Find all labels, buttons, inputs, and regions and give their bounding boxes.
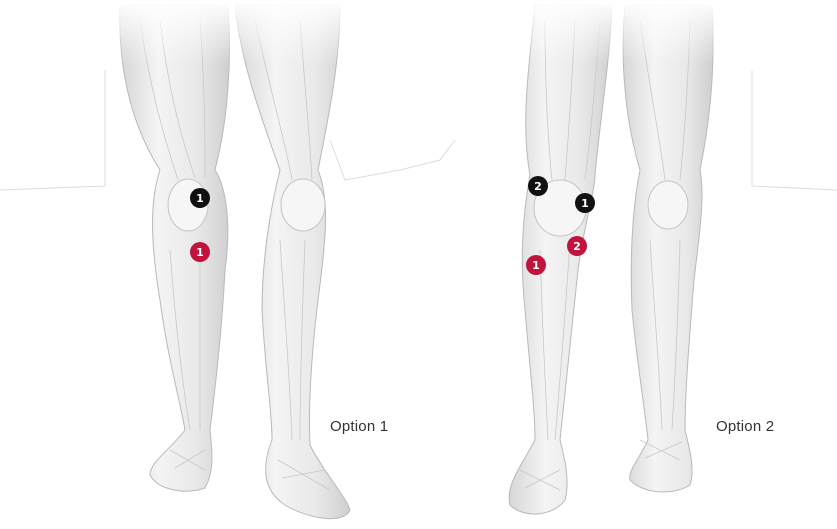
option-2-label: Option 2 bbox=[716, 418, 774, 435]
option-1-label: Option 1 bbox=[330, 418, 388, 435]
svg-text:1: 1 bbox=[196, 246, 204, 259]
marker-option2-black-1: 1 bbox=[575, 193, 595, 213]
leg-figure-option-2 bbox=[400, 0, 837, 529]
svg-text:1: 1 bbox=[196, 192, 204, 205]
marker-option1-black-1: 1 bbox=[190, 188, 210, 208]
svg-text:2: 2 bbox=[573, 240, 581, 253]
svg-text:1: 1 bbox=[581, 197, 589, 210]
leg-figure-option-1 bbox=[0, 0, 420, 529]
marker-option2-red-1: 1 bbox=[526, 255, 546, 275]
marker-option2-red-2: 2 bbox=[567, 236, 587, 256]
svg-text:1: 1 bbox=[532, 259, 540, 272]
svg-text:2: 2 bbox=[534, 180, 542, 193]
marker-option1-red-1: 1 bbox=[190, 242, 210, 262]
marker-option2-black-2: 2 bbox=[528, 176, 548, 196]
